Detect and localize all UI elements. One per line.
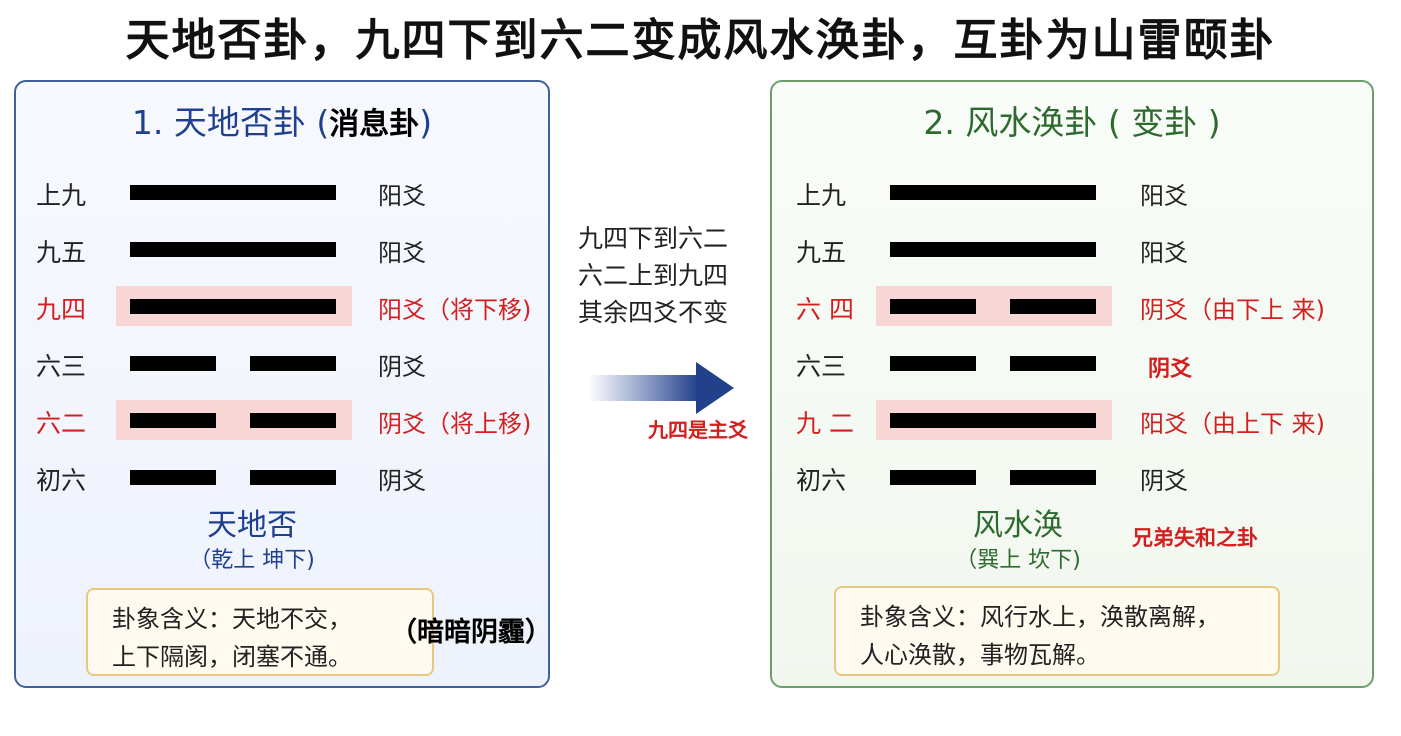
meaning-note: （暗暗阴霾） [390,617,552,648]
line-row-top: 上九 阳爻 [16,172,552,212]
transition-line: 六二上到九四 [578,261,729,290]
line-label: 上九 [796,181,847,210]
line-note: 阳爻（由上下 来) [1140,410,1325,438]
yang-line [876,229,1112,269]
yang-line-highlighted [116,286,352,326]
yin-line [876,343,1112,383]
line-row-third: 六三 阴爻 [16,343,552,383]
yin-line [116,343,352,383]
line-label: 九五 [796,238,847,267]
line-label: 九 二 [796,409,854,438]
arrow-note: 九四是主爻 [648,418,748,442]
yin-line [116,457,352,497]
yang-line [116,229,352,269]
line-row-fifth: 九五 阳爻 [16,229,552,269]
panel-title-huan: 2. 风水涣卦 ( 变卦 ) [923,103,1221,142]
hexagram-trigrams: （乾上 坤下) [189,548,315,573]
line-row-fourth: 六 四 阴爻（由下上 来) [772,286,1376,326]
main-title: 天地否卦，九四下到六二变成风水涣卦，互卦为山雷颐卦 [125,15,1276,66]
side-note: 兄弟失和之卦 [1132,526,1258,550]
panel-huan-hexagram: 2. 风水涣卦 ( 变卦 ) 上九 阳爻 九五 阳爻 六 四 阴爻（由下上 来)… [770,80,1374,688]
line-note: 阳爻 [1140,239,1188,267]
yang-line-highlighted [876,400,1112,440]
line-note: 阴爻 [378,353,426,381]
line-note: 阴爻（将上移) [378,410,532,438]
hexagram-name: 风水涣 [973,508,1063,543]
yang-line [116,172,352,212]
line-note: 阳爻（将下移) [378,296,532,324]
hexagram-trigrams: （巽上 坎下) [955,548,1081,573]
line-row-second: 九 二 阳爻（由上下 来) [772,400,1376,440]
line-note: 阴爻（由下上 来) [1140,296,1325,324]
transition-description: 九四下到六二 六二上到九四 其余四爻不变 [578,220,728,331]
meaning-line: 上下隔阂，闭塞不通。 [112,643,352,671]
title-note: 消息卦 [329,107,420,142]
line-label: 九五 [36,238,87,267]
transition-line: 九四下到六二 [578,224,729,253]
line-row-fourth: 九四 阳爻（将下移) [16,286,552,326]
panel-pi-hexagram: 1. 天地否卦 (消息卦) 上九 阳爻 九五 阳爻 九四 阳爻（将下移) 六三 … [14,80,552,688]
meaning-box: 卦象含义：天地不交， 上下隔阂，闭塞不通。 [86,588,434,676]
line-note: 阳爻 [1140,182,1188,210]
line-row-second: 六二 阴爻（将上移) [16,400,552,440]
line-row-top: 上九 阳爻 [772,172,1376,212]
line-label: 九四 [36,295,87,324]
line-note: 阴爻 [1148,357,1193,382]
line-label: 六二 [36,409,87,438]
panel-title-pi: 1. 天地否卦 (消息卦) [131,103,433,142]
yin-line [876,457,1112,497]
meaning-line: 卦象含义：风行水上，涣散离解， [860,603,1220,631]
line-label: 六 四 [796,295,854,324]
transform-arrow-icon [588,362,734,414]
meaning-line: 人心涣散，事物瓦解。 [860,641,1100,669]
line-label: 初六 [36,466,87,495]
line-note: 阳爻 [378,182,426,210]
line-label: 初六 [796,466,847,495]
meaning-box: 卦象含义：风行水上，涣散离解， 人心涣散，事物瓦解。 [834,586,1280,676]
yang-line [876,172,1112,212]
line-row-bottom: 初六 阴爻 [772,457,1376,497]
line-note: 阴爻 [378,467,426,495]
line-label: 上九 [36,181,87,210]
line-row-bottom: 初六 阴爻 [16,457,552,497]
yin-line-highlighted [116,400,352,440]
line-note: 阳爻 [378,239,426,267]
line-row-fifth: 九五 阳爻 [772,229,1376,269]
line-label: 六三 [36,352,87,381]
line-label: 六三 [796,352,847,381]
yin-line-highlighted [876,286,1112,326]
meaning-line: 卦象含义：天地不交， [112,605,352,633]
transition-line: 其余四爻不变 [578,298,729,327]
line-row-third: 六三 阴爻 [772,343,1376,383]
line-note: 阴爻 [1140,467,1188,495]
hexagram-name: 天地否 [207,508,297,543]
